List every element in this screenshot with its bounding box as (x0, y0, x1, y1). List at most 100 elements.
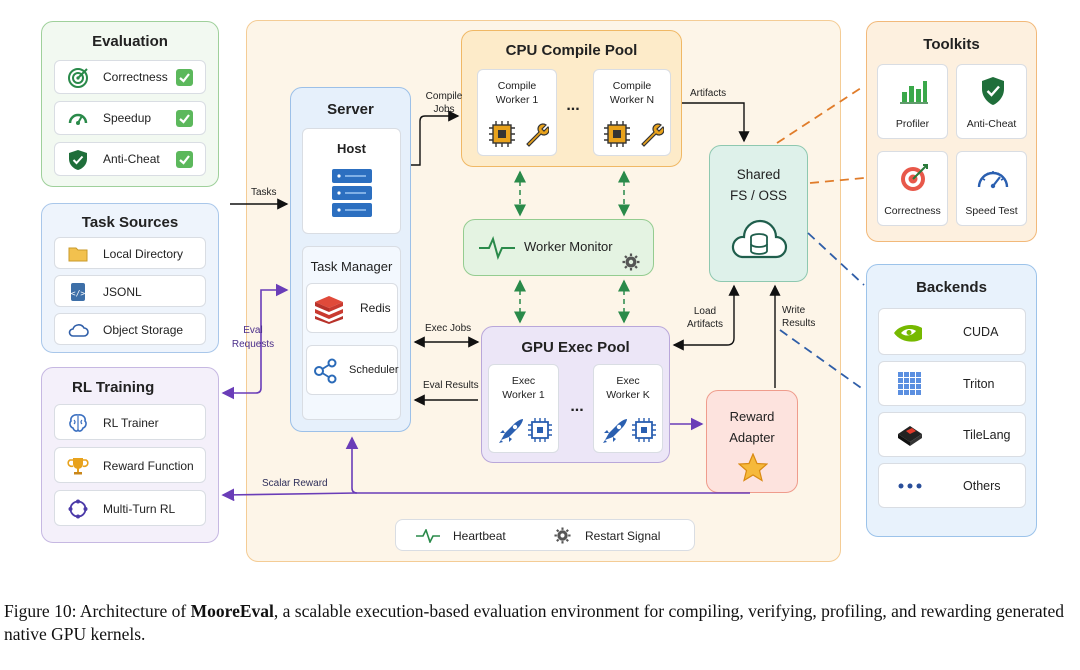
redis-icon (315, 296, 343, 324)
checkmark-icon (176, 69, 193, 86)
scheduler-label: Scheduler (349, 364, 399, 376)
brain-icon (69, 414, 87, 432)
chip-wrench-icons (604, 121, 664, 147)
rocket-icon (603, 419, 627, 443)
worker-monitor: Worker Monitor (463, 219, 654, 276)
target-icon (901, 164, 928, 191)
label-write-results: Write Results (782, 305, 816, 329)
eval-requests-arrow (221, 283, 289, 400)
toolkits-panel: Toolkits Profiler Anti-Cheat Correctness… (866, 21, 1037, 242)
backends-title: Backends (916, 279, 987, 296)
legend-heartbeat: Heartbeat (453, 529, 506, 543)
target-icon (68, 68, 88, 88)
reward-adapter-title: Reward Adapter (729, 409, 775, 445)
backend-tilelang: TileLang (878, 412, 1026, 457)
svg-text:</>: </> (71, 289, 86, 298)
label-eval-requests: Eval Requests (231, 325, 275, 350)
dots-icon (898, 483, 922, 489)
nvidia-icon (894, 325, 922, 342)
rl-multi-turn: Multi-Turn RL (54, 490, 206, 526)
reward-adapter: Reward Adapter (706, 390, 798, 493)
exec-worker-1: Exec Worker 1 (488, 364, 559, 453)
connectors (221, 85, 865, 502)
backends-panel: Backends CUDA Triton TileLang Others (866, 264, 1037, 537)
rocket-chip-icons (603, 418, 656, 443)
grid-icon (898, 372, 921, 395)
scheduler-card: Scheduler (306, 345, 399, 395)
cpu-pool-title: CPU Compile Pool (505, 42, 638, 59)
cloud-database-icon (731, 219, 788, 259)
task-sources-title: Task Sources (81, 214, 179, 231)
caption-name: MooreEval (190, 601, 274, 621)
compile-worker-label: Compile Worker 1 (495, 80, 539, 106)
folder-icon (68, 247, 88, 262)
eval-item-label: Speedup (103, 111, 152, 125)
gpu-ellipsis: ... (570, 398, 584, 415)
rl-item-label: Multi-Turn RL (103, 502, 176, 516)
toolkit-label: Speed Test (965, 205, 1018, 217)
source-label: Local Directory (103, 247, 184, 261)
cycle-icon (68, 499, 88, 519)
compile-worker-label: Compile Worker N (609, 80, 655, 106)
caption-prefix: Figure 10: Architecture of (4, 601, 191, 621)
label-tasks: Tasks (251, 187, 277, 198)
compile-worker-1: Compile Worker 1 (477, 69, 557, 156)
figure-caption: Figure 10: Architecture of MooreEval, a … (4, 600, 1078, 646)
chip-wrench-icons (489, 121, 549, 147)
gauge-icon (68, 113, 88, 125)
scalar-reward-arrow (221, 488, 358, 502)
scheduler-icon (314, 358, 337, 384)
source-label: JSONL (103, 285, 142, 299)
chip-icon (604, 121, 630, 147)
cloud-icon (68, 324, 89, 337)
eval-anti-cheat: Anti-Cheat (54, 142, 206, 176)
gear-icon (554, 527, 571, 544)
load-artifacts-arrow (672, 284, 740, 351)
label-artifacts: Artifacts (690, 88, 727, 99)
backend-cuda: CUDA (878, 308, 1026, 355)
gpu-exec-pool: GPU Exec Pool Exec Worker 1 ... Exec Wor… (481, 326, 670, 463)
star-icon (738, 453, 768, 482)
legend-box: Heartbeat Restart Signal (395, 519, 695, 551)
toolkit-correctness: Correctness (877, 151, 948, 226)
rl-training-title: RL Training (72, 379, 155, 396)
eval-speedup: Speedup (54, 101, 206, 135)
eval-item-label: Anti-Cheat (103, 152, 160, 166)
gpu-pool-title: GPU Exec Pool (521, 339, 630, 356)
server-panel: Server Host Task Manager Redis Scheduler (290, 87, 411, 432)
toolkit-label: Anti-Cheat (966, 118, 1017, 130)
backend-others: Others (878, 463, 1026, 508)
exec-worker-label: Exec Worker K (606, 375, 650, 401)
source-local-directory: Local Directory (54, 237, 206, 269)
checkmark-icon (176, 110, 193, 127)
eval-item-label: Correctness (103, 70, 168, 84)
rl-reward-function: Reward Function (54, 447, 206, 483)
rl-trainer: RL Trainer (54, 404, 206, 440)
label-eval-results: Eval Results (423, 380, 479, 391)
worker-monitor-title: Worker Monitor (524, 239, 613, 254)
rl-training-panel: RL Training RL Trainer Reward Function M… (41, 367, 219, 543)
code-file-icon: </> (71, 283, 86, 301)
pulse-icon (416, 529, 440, 543)
source-jsonl: </> JSONL (54, 275, 206, 307)
shield-icon (982, 77, 1004, 105)
server-title: Server (327, 101, 374, 118)
toolkit-speed-test: Speed Test (956, 151, 1027, 226)
host-label: Host (337, 141, 366, 156)
label-exec-jobs: Exec Jobs (425, 323, 472, 334)
artifacts-arrow (682, 102, 750, 143)
backend-label: Others (963, 479, 1001, 493)
chip-icon (528, 418, 552, 442)
exec-worker-label: Exec Worker 1 (502, 375, 545, 401)
reward-to-server-arrow (345, 436, 750, 494)
host-card: Host (302, 128, 401, 234)
evaluation-panel: Evaluation Correctness Speedup Anti-Chea… (41, 21, 219, 187)
trophy-icon (67, 458, 89, 475)
server-stack-icon (332, 169, 372, 217)
exec-worker-k: Exec Worker K (593, 364, 663, 453)
toolkit-profiler: Profiler (877, 64, 948, 139)
rl-item-label: Reward Function (103, 459, 194, 473)
checkmark-icon (176, 151, 193, 168)
chip-icon (632, 418, 656, 442)
compile-jobs-arrow (411, 110, 460, 166)
